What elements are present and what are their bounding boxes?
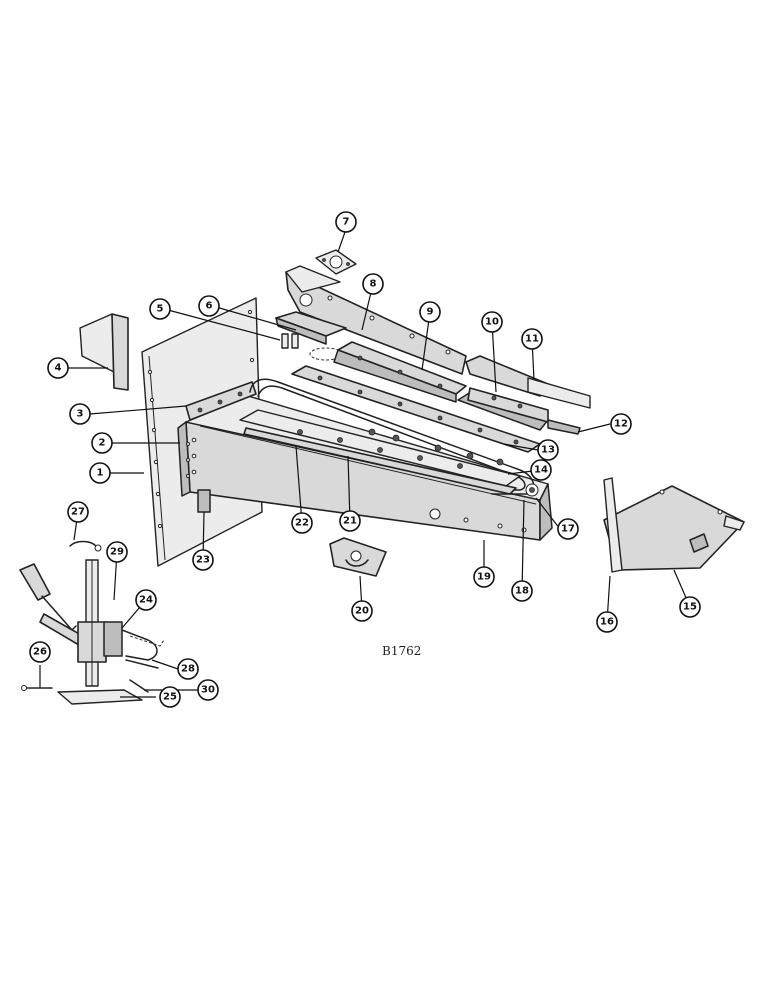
part-inner-strips — [239, 409, 521, 495]
callout-9: 9 — [419, 301, 441, 323]
svg-text:20: 20 — [355, 606, 369, 617]
callout-29: 29 — [106, 541, 128, 563]
svg-text:27: 27 — [71, 507, 85, 518]
svg-text:2: 2 — [99, 438, 106, 449]
callout-6: 6 — [198, 295, 220, 317]
svg-text:29: 29 — [110, 547, 124, 558]
svg-text:3: 3 — [77, 409, 84, 420]
svg-text:7: 7 — [343, 217, 350, 228]
svg-text:30: 30 — [201, 685, 215, 696]
callout-20: 20 — [351, 600, 373, 622]
callout-12: 12 — [610, 413, 632, 435]
callout-23: 23 — [192, 549, 214, 571]
part-small-brackets — [275, 311, 347, 361]
svg-text:21: 21 — [343, 516, 357, 527]
svg-text:22: 22 — [295, 518, 309, 529]
part-end-fittings — [525, 483, 539, 497]
callout-3: 3 — [69, 403, 91, 425]
callout-28: 28 — [177, 658, 199, 680]
part-mounting-strip — [185, 381, 257, 421]
svg-text:15: 15 — [683, 602, 697, 613]
svg-text:12: 12 — [614, 419, 628, 430]
callout-22: 22 — [291, 512, 313, 534]
part-bolted-strip — [291, 365, 541, 466]
callout-30: 30 — [197, 679, 219, 701]
callout-25: 25 — [159, 686, 181, 708]
part-upper-cover — [285, 265, 467, 375]
svg-text:19: 19 — [477, 572, 491, 583]
svg-text:28: 28 — [181, 664, 195, 675]
callout-1: 1 — [89, 462, 111, 484]
svg-text:16: 16 — [600, 617, 614, 628]
part-right-upper — [457, 355, 591, 435]
callout-5: 5 — [149, 298, 171, 320]
callout-10: 10 — [481, 311, 503, 333]
callout-24: 24 — [135, 589, 157, 611]
svg-text:24: 24 — [139, 595, 153, 606]
part-jack-assembly — [19, 540, 165, 705]
callout-27: 27 — [67, 501, 89, 523]
svg-text:10: 10 — [485, 317, 499, 328]
svg-text:9: 9 — [427, 307, 434, 318]
callout-7: 7 — [335, 211, 357, 233]
callout-18: 18 — [511, 580, 533, 602]
callout-21: 21 — [339, 510, 361, 532]
part-side-shield — [603, 477, 745, 573]
svg-text:23: 23 — [196, 555, 210, 566]
svg-text:1: 1 — [97, 468, 104, 479]
part-angle-bracket — [79, 313, 129, 391]
svg-text:13: 13 — [541, 445, 555, 456]
svg-text:6: 6 — [206, 301, 213, 312]
svg-text:18: 18 — [515, 586, 529, 597]
part-hitch-plate — [329, 537, 387, 577]
svg-text:26: 26 — [33, 647, 47, 658]
figure-code: B1762 — [382, 644, 421, 658]
callout-14: 14 — [530, 459, 552, 481]
callout-11: 11 — [521, 328, 543, 350]
callout-19: 19 — [473, 566, 495, 588]
svg-text:14: 14 — [534, 465, 548, 476]
callout-16: 16 — [596, 611, 618, 633]
svg-text:25: 25 — [163, 692, 177, 703]
svg-text:17: 17 — [561, 524, 575, 535]
svg-text:8: 8 — [370, 279, 377, 290]
callout-4: 4 — [47, 357, 69, 379]
callout-15: 15 — [679, 596, 701, 618]
callout-17: 17 — [557, 518, 579, 540]
part-top-plate — [315, 249, 357, 275]
svg-text:5: 5 — [157, 304, 164, 315]
svg-text:11: 11 — [525, 334, 539, 345]
svg-text:4: 4 — [55, 363, 62, 374]
callout-26: 26 — [29, 641, 51, 663]
callout-13: 13 — [537, 439, 559, 461]
callout-2: 2 — [91, 432, 113, 454]
callout-8: 8 — [362, 273, 384, 295]
part-middle-angle — [333, 341, 467, 403]
